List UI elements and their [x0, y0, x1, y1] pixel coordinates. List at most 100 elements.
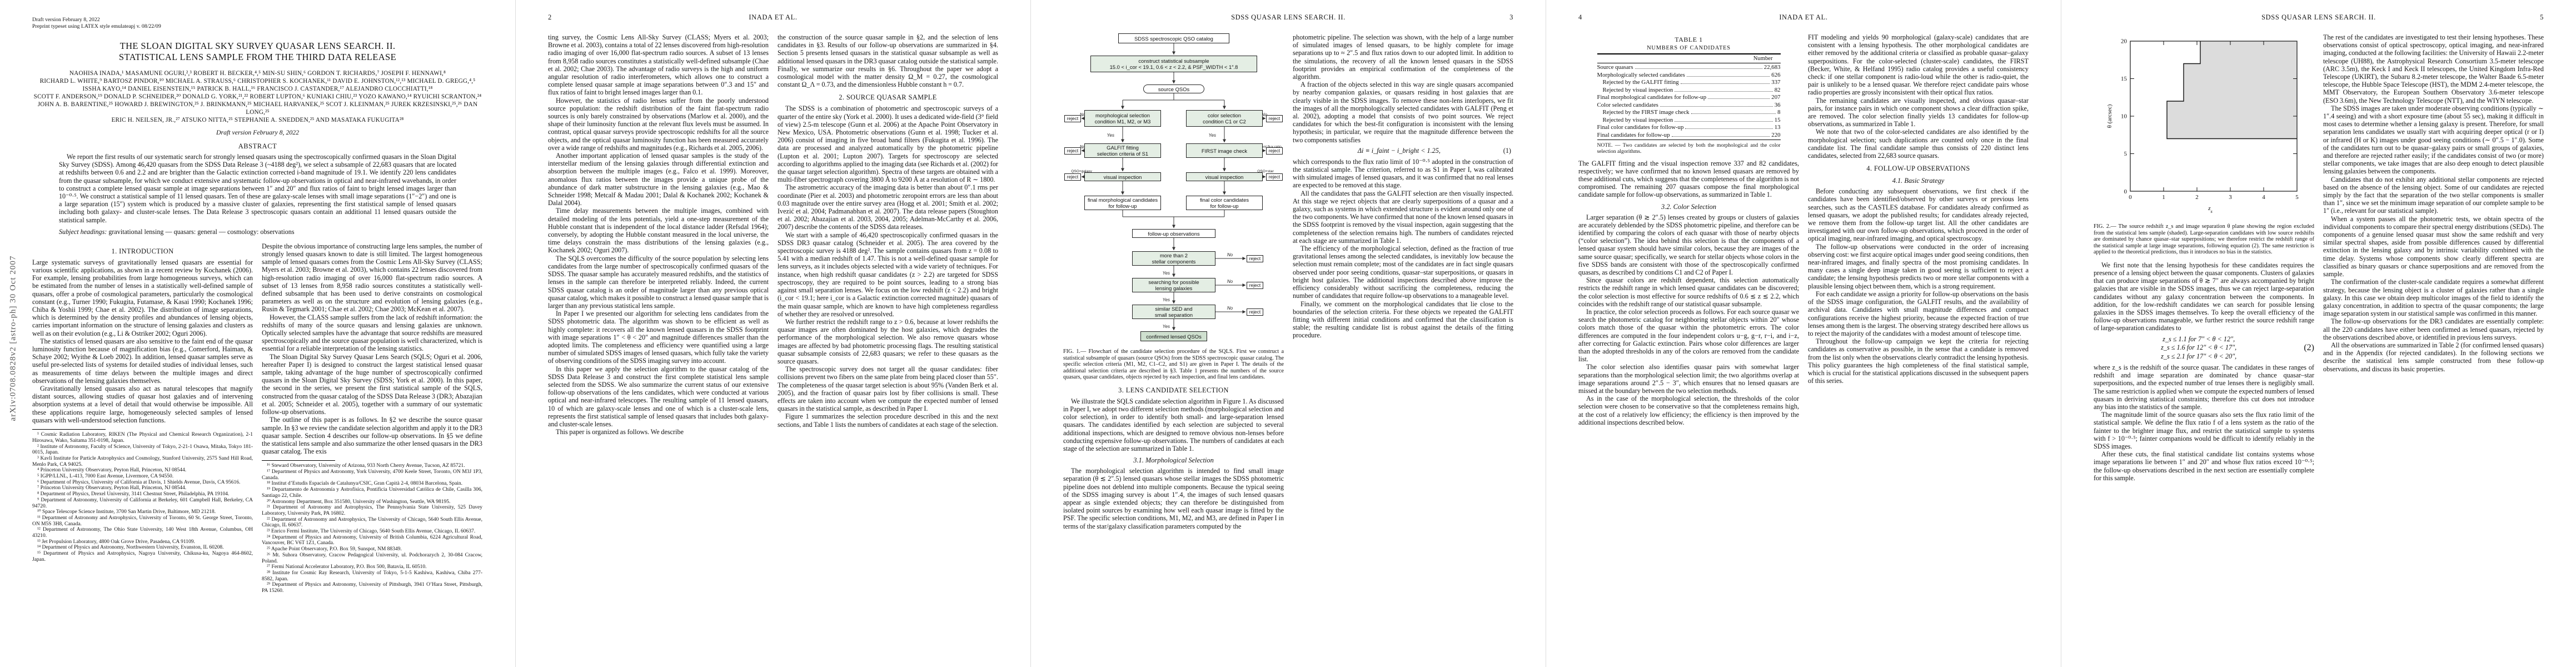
- footnote: ¹⁵ Department of Physics and Astrophysic…: [32, 551, 253, 563]
- footnote: ¹³ Jet Propulsion Laboratory, 4800 Oak G…: [37, 539, 195, 545]
- paragraph: The SDSS is a combination of photometric…: [778, 104, 998, 184]
- paragraph: All the observations are summarized in T…: [2323, 341, 2544, 373]
- paragraph: photometric pipeline. The selection was …: [1293, 33, 1513, 81]
- paragraph: Larger separation (θ ≳ 2″.5) lenses crea…: [1578, 213, 1799, 277]
- subsection-heading-morphological: 3.1. Morphological Selection: [1133, 456, 1214, 465]
- paragraph: After these cuts, the final statistical …: [2094, 450, 2314, 482]
- paragraph: Another important application of lensed …: [548, 152, 769, 207]
- paragraph: However, the CLASS sample suffers from t…: [262, 313, 482, 353]
- equation-number: (2): [2304, 342, 2314, 352]
- reject-box: reject: [1064, 147, 1081, 155]
- yes-label: Yes: [1163, 271, 1170, 276]
- page1-left-column: 1. INTRODUCTION Large systematic surveys…: [32, 242, 253, 563]
- reject-box: reject: [1064, 115, 1081, 122]
- paragraph: The efficiency of the morphological sele…: [1293, 245, 1513, 300]
- footnote: ⁸ Department of Physics, Drexel Universi…: [37, 491, 230, 497]
- paragraph: The spectroscopic survey does not target…: [778, 365, 998, 413]
- paragraph: The outline of this paper is as follows.…: [262, 416, 482, 456]
- section-heading-followup: 4. FOLLOW-UP OBSERVATIONS: [1866, 165, 1970, 173]
- paragraph: where z_s is the redshift of the source …: [2094, 364, 2314, 411]
- footnote: ¹⁰ Space Telescope Science Institute, 37…: [37, 509, 216, 515]
- paragraph: We note that two of the color-selected c…: [1808, 128, 2029, 160]
- paragraph: In practice, the color selection proceed…: [1578, 308, 1799, 364]
- reject-box: reject: [1247, 255, 1263, 262]
- page5-right-column: The rest of the candidates are investiga…: [2323, 33, 2544, 373]
- paragraph: The follow-up observations were conducte…: [1808, 242, 2029, 290]
- equation-2: z_s ≤ 1.1 for 7″ < θ < 12″, z_s ≤ 1.6 fo…: [2094, 335, 2314, 361]
- y-tick-label: 5: [2124, 151, 2127, 157]
- reject-box: reject: [1266, 173, 1283, 181]
- footnote: ³ Kavli Institute for Particle Astrophys…: [32, 455, 253, 467]
- footnote: ⁹ Department of Astronomy, University of…: [32, 497, 253, 509]
- footnote: ²² Department of Astronomy and Astrophys…: [262, 516, 482, 529]
- y-tick-label: 20: [2121, 38, 2127, 45]
- page-number: 5: [2540, 13, 2544, 21]
- footnote: ²⁹ Department of Physics and Astronomy, …: [262, 582, 482, 594]
- flowchart-box-catalog: SDSS spectroscopic QSO catalog: [1118, 33, 1229, 43]
- no-label: No: [1080, 145, 1086, 150]
- footnote: ²⁵ Apache Point Observatory, P.O. Box 59…: [267, 546, 402, 552]
- paragraph: the construction of the source quasar sa…: [778, 33, 998, 89]
- page-number: 4: [1578, 13, 1582, 21]
- paragraph: A fraction of the objects selected in th…: [1293, 81, 1513, 144]
- equation-line: z_s ≤ 2.1 for 17″ < θ < 20″,: [2161, 352, 2237, 360]
- abstract: We report the first results of our syste…: [59, 153, 456, 224]
- figure2-plot-wrap: 0 1 2 3 4 5 0 5 10 15 20 zs θ (arcsec): [2101, 33, 2307, 220]
- table-row: Final morphological candidates for follo…: [1597, 94, 1781, 101]
- figure2-caption: FIG. 2.— The source redshift z_s and ima…: [2094, 223, 2314, 255]
- paragraph: Finally, we comment on the morphological…: [1293, 300, 1513, 340]
- reject-reason-star: QSO+star: [1257, 170, 1274, 173]
- yes-label: Yes: [1163, 297, 1170, 302]
- paragraph: Figure 1 summarizes the selection proced…: [778, 412, 998, 429]
- paragraph: We first note that the lensing hypothesi…: [2094, 261, 2314, 332]
- paragraph: As in the case of the morphological sele…: [1578, 395, 1799, 426]
- running-head: 2 INADA ET AL.: [548, 13, 998, 22]
- footnote: ²⁰ Astronomy Department, Box 351580, Uni…: [267, 499, 451, 505]
- section-heading-introduction: 1. INTRODUCTION: [111, 247, 174, 255]
- paragraph: We further restrict the redshift range t…: [778, 317, 998, 365]
- footnote: ⁴ Princeton University Observatory, Peyt…: [37, 467, 187, 474]
- x-tick-label: 1: [2162, 194, 2165, 201]
- paragraph: The GALFIT fitting and the visual inspec…: [1578, 159, 1799, 199]
- table-rule: [1597, 53, 1781, 54]
- paragraph: Large systematic surveys of gravitationa…: [32, 258, 253, 337]
- paper-title: THE SLOAN DIGITAL SKY SURVEY QUASAR LENS…: [32, 41, 483, 63]
- paragraph: We illustrate the SQLS candidate selecti…: [1063, 397, 1284, 452]
- subject-headings: Subject headings: gravitational lensing …: [59, 228, 456, 236]
- page5-left-column: 0 1 2 3 4 5 0 5 10 15 20 zs θ (arcsec) F…: [2094, 33, 2314, 482]
- author-line: NAOHISA INADA,¹ MASAMUNE OGURI,²,³ ROBER…: [69, 70, 446, 77]
- footnote: ⁶ Department of Physics, University of C…: [37, 479, 241, 485]
- footnote: ² Institute of Astronomy, Faculty of Sci…: [32, 444, 253, 456]
- page-3: SDSS QUASAR LENS SEARCH. II. 3: [1030, 0, 1546, 667]
- footnote-rule: [32, 429, 106, 430]
- paragraph: For each candidate we assign a priority …: [1808, 290, 2029, 337]
- paragraph: Before conducting any subsequent observa…: [1808, 187, 2029, 243]
- footnote: ²⁴ Department of Physics and Astronomy, …: [262, 534, 482, 546]
- running-head-text: SDSS QUASAR LENS SEARCH. II.: [2261, 13, 2376, 21]
- footnote: ²⁷ Fermi National Accelerator Laboratory…: [267, 564, 427, 570]
- figure1-caption: FIG. 1.— Flowchart of the candidate sele…: [1063, 349, 1284, 380]
- paragraph: In this paper we apply the selection alg…: [548, 365, 769, 428]
- paragraph: ting survey, the Cosmic Lens All-Sky Sur…: [548, 33, 769, 97]
- paragraph: All the candidates that pass the GALFIT …: [1293, 189, 1513, 245]
- reject-box: reject: [1266, 147, 1283, 155]
- footnote: ¹⁶ Steward Observatory, University of Ar…: [267, 463, 465, 469]
- paragraph: Despite the obvious importance of constr…: [262, 242, 482, 313]
- paragraph: The SQLS overcomes the difficulty of the…: [548, 254, 769, 310]
- page-number: 2: [548, 13, 552, 21]
